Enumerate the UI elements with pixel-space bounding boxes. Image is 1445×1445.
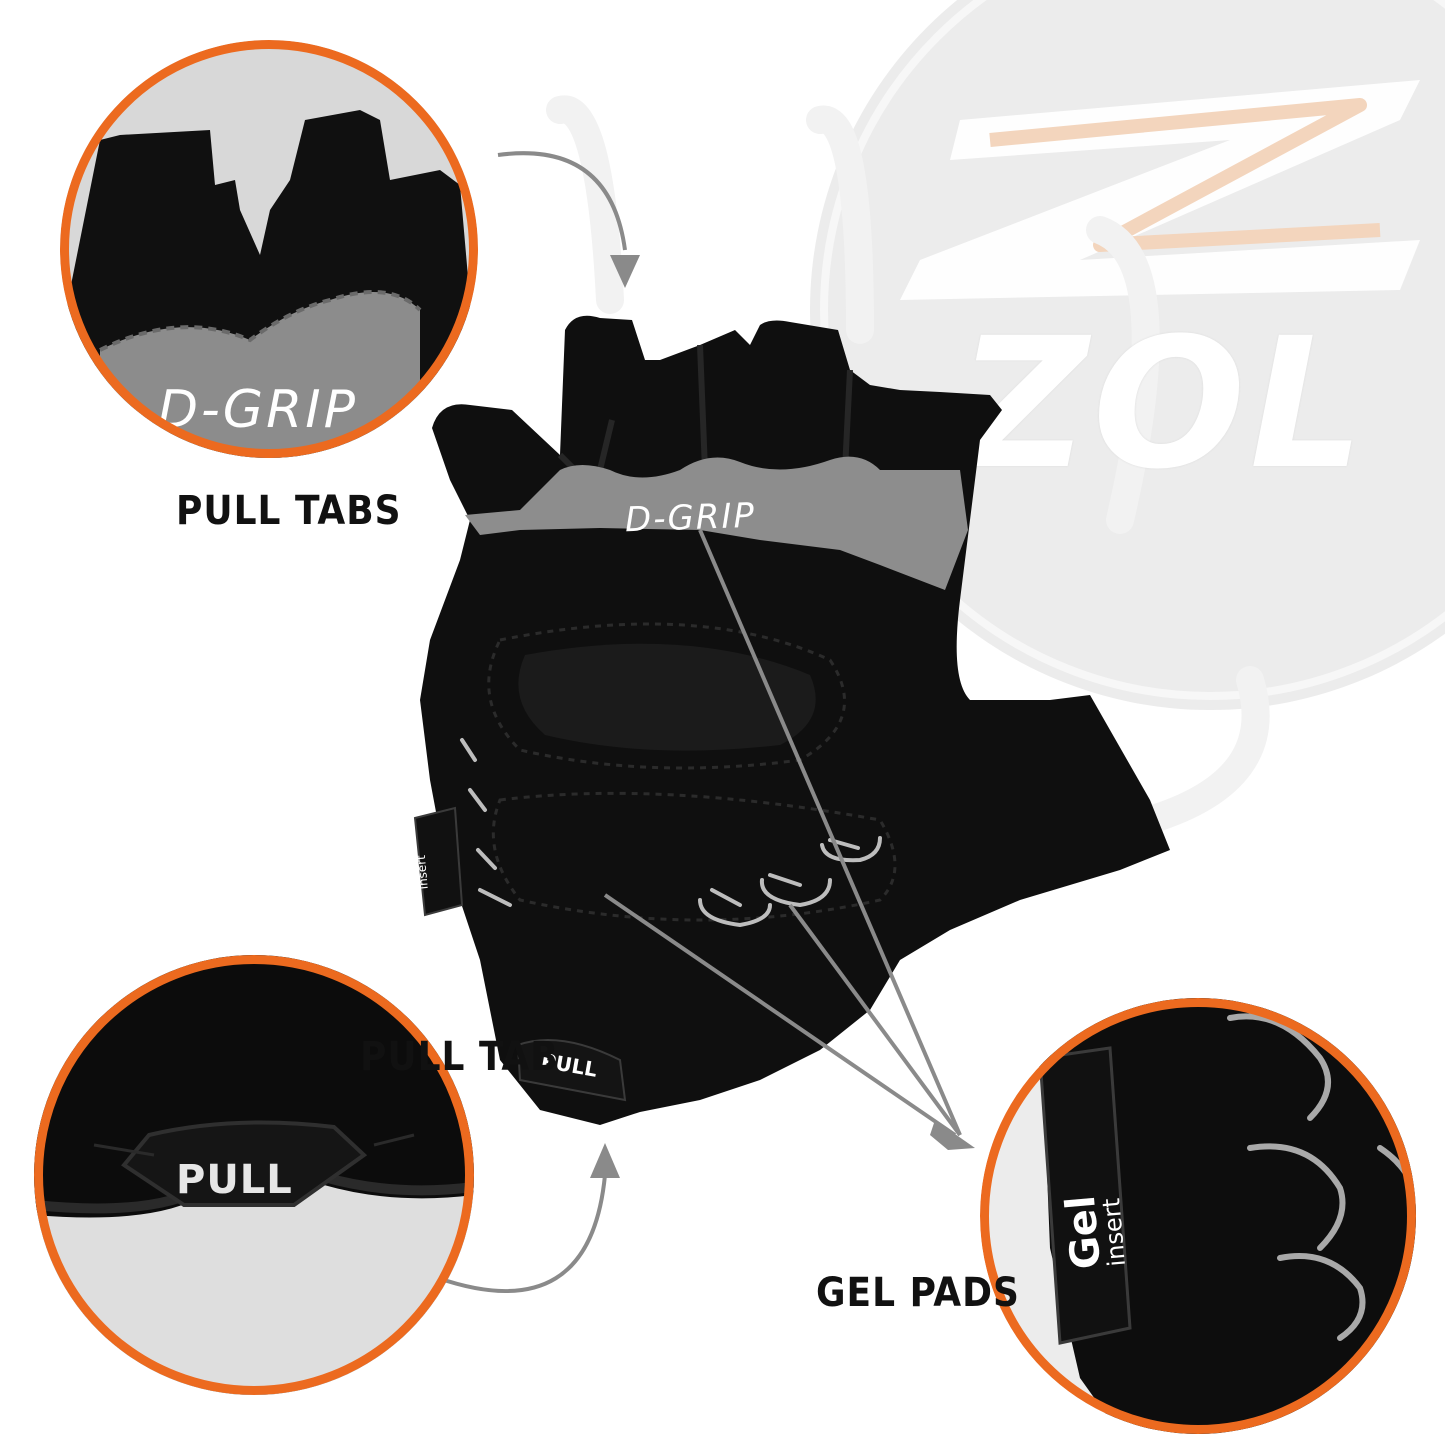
closeup-dgrip-text: D-GRIP [158,380,358,440]
pull-tabs-closeup: D-GRIP [60,40,478,458]
closeup-pull-text: PULL [176,1157,293,1203]
callout-pull-tab: PULL TAB [360,1034,559,1080]
closeup-gel-text: Gel insert [1058,1126,1132,1271]
zol-logo-text: ZOL [958,300,1369,509]
gel-pads-closeup: Gel insert [980,998,1416,1434]
callout-pull-tabs: PULL TABS [176,488,402,534]
glove-palm-logo: D-GRIP [624,495,757,541]
glove-gel-tag-line2: insert [413,854,431,890]
glove-gel-tag-text: Gel insert [394,849,431,892]
pull-tab-closeup: PULL [34,955,474,1395]
callout-gel-pads: GEL PADS [816,1270,1020,1316]
